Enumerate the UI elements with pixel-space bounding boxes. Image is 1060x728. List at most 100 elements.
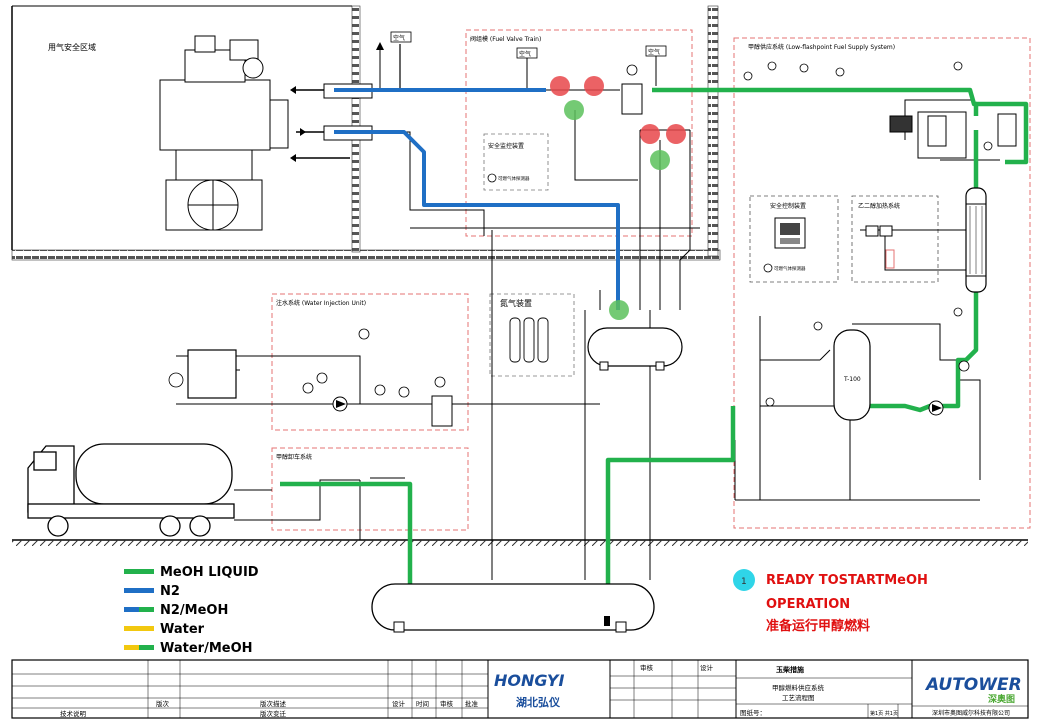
- red-valve-4: [666, 124, 686, 144]
- air-vent-top-label: 空气: [393, 34, 405, 42]
- zone-nitrogen-label: 氮气装置: [500, 298, 532, 308]
- legend-item: Water/MeOH: [124, 641, 253, 656]
- legend-label: Water: [160, 622, 205, 637]
- glycol-heater: [865, 225, 895, 269]
- tb-sheet: 第1页 共1页: [870, 710, 898, 717]
- process-lines: [176, 89, 1000, 580]
- safety-monitor-label: 安全监控装置: [488, 142, 524, 150]
- status-badge: [733, 569, 755, 591]
- tb-review: 审核: [440, 699, 454, 708]
- legend-label: MeOH LIQUID: [160, 565, 259, 580]
- ground-line: [12, 539, 1028, 546]
- legend-swatch: [124, 626, 154, 631]
- green-valve-2: [650, 150, 670, 170]
- zone-bunkering: 甲醇卸车系统: [271, 447, 469, 531]
- control-box-icon: [889, 115, 913, 133]
- legend-swatch: [124, 588, 154, 593]
- filter-valve-train: [621, 64, 643, 115]
- red-valve-1: [550, 76, 570, 96]
- title-block: [11, 659, 1029, 719]
- water-tank: [168, 349, 237, 399]
- water-filter: [431, 395, 453, 427]
- brand-right-cn: 深奥图: [988, 693, 1015, 705]
- n2-lines: [334, 88, 620, 310]
- tb-project: 玉柴措施: [776, 665, 804, 674]
- legend-label: N2/MeOH: [160, 603, 228, 618]
- status-line-2: OPERATION: [766, 597, 850, 612]
- tb-tech-note: 技术说明: [60, 709, 87, 718]
- n2-bottle-2: [523, 317, 535, 363]
- tb-design: 设计: [392, 699, 406, 708]
- n2-bottle-3: [537, 317, 549, 363]
- zone-nitrogen: 氮气装置: [489, 293, 575, 377]
- safety-control-label: 安全控制装置: [770, 202, 806, 210]
- heat-exchanger: [965, 187, 987, 293]
- legend-swatch: [124, 607, 139, 612]
- tb-approve: 批准: [465, 699, 479, 708]
- legend-swatch: [124, 569, 154, 574]
- red-valve-2: [584, 76, 604, 96]
- tb-rev-desc: 版次描述: [260, 699, 287, 708]
- zone-water-injection-label: 注水系统 (Water Injection Unit): [276, 299, 366, 307]
- gas-detector-icon-2: [763, 263, 773, 273]
- zone-lfss: 甲醇供应系统 (Low-flashpoint Fuel Supply Syste…: [733, 37, 1031, 529]
- legend-swatch: [124, 645, 139, 650]
- tb-drawing-no: 图纸号：: [740, 708, 766, 717]
- status-badge-number: 1: [741, 577, 747, 587]
- title-block-text: 版次 版次描述 设计 时间 审核 批准 技术说明 版次变迁 HONGYI 湖北弘…: [60, 663, 1022, 718]
- lfss-instruments: [743, 61, 993, 407]
- water-instruments: [302, 328, 446, 398]
- n2-buffer-tank: [587, 327, 683, 371]
- legend-label: Water/MeOH: [160, 641, 253, 656]
- status-panel: 1 READY TOSTARTMeOH OPERATION 准备运行甲醇燃料: [733, 569, 928, 634]
- tb-drawing-1: 甲醇燃料供应系统: [772, 683, 825, 692]
- zone-fuel-valve-train-label: 阀组模 (Fuel Valve Train): [470, 35, 541, 43]
- zone-gas-safety: 用气安全区域: [48, 42, 96, 52]
- air-vent-valve-train-label: 空气: [519, 50, 531, 58]
- air-vent-valve-train: 空气: [516, 47, 538, 88]
- lfss-pump-icon: [928, 400, 944, 416]
- air-vent-lfss: 空气: [645, 45, 667, 86]
- status-line-3: 准备运行甲醇燃料: [766, 618, 870, 634]
- air-vent-top: 空气: [376, 31, 412, 88]
- lfss-filters: [889, 111, 1017, 159]
- brand-left-logo: HONGYI: [494, 671, 564, 690]
- zone-gas-safety-label: 用气安全区域: [48, 42, 96, 52]
- engine-icon: [159, 35, 289, 231]
- zone-fuel-valve-train: 阀组模 (Fuel Valve Train) 安全监控装置 可燃气体探测器: [465, 29, 693, 237]
- legend-swatch: [139, 645, 154, 650]
- n2-bottle-1: [509, 317, 521, 363]
- gas-detector-label-2: 可燃气体探测器: [774, 265, 806, 272]
- tb-company: 深圳市奥图威尔科技有限公司: [932, 709, 1010, 717]
- zone-lfss-label: 甲醇供应系统 (Low-flashpoint Fuel Supply Syste…: [748, 43, 895, 51]
- valve-cluster-red-1: [550, 76, 686, 320]
- tanker-truck-icon: [27, 443, 235, 537]
- legend-label: N2: [160, 584, 180, 599]
- glycol-heating-label: 乙二醇加热系统: [858, 202, 900, 210]
- legend-item: Water: [124, 622, 205, 637]
- brand-left-cn: 湖北弘仪: [516, 695, 561, 709]
- green-valve-1: [564, 100, 584, 120]
- tb-drawing-2: 工艺流程图: [782, 693, 815, 702]
- meoh-lines: [280, 87, 1029, 598]
- tank-t100-label: T-100: [843, 376, 861, 383]
- tb-audit: 审核: [640, 663, 654, 672]
- day-tank-t100: T-100: [833, 329, 871, 421]
- legend-item: N2: [124, 584, 180, 599]
- tb-design2: 设计: [700, 663, 714, 672]
- gas-detector-icon: [487, 173, 497, 183]
- water-pump-icon: [332, 396, 348, 412]
- storage-tank: [371, 583, 655, 633]
- zone-bunkering-label: 甲醇卸车系统: [276, 453, 312, 461]
- legend-swatch: [139, 607, 154, 612]
- brand-right-logo: AUTOWER: [924, 675, 1022, 695]
- tb-revision: 版次: [156, 699, 170, 708]
- tb-rev-change: 版次变迁: [260, 709, 287, 718]
- status-line-1: READY TOSTARTMeOH: [766, 573, 928, 588]
- legend-item: N2/MeOH: [124, 603, 228, 618]
- zone-water-injection: 注水系统 (Water Injection Unit): [271, 293, 469, 431]
- gas-detector-label-1: 可燃气体探测器: [498, 175, 530, 182]
